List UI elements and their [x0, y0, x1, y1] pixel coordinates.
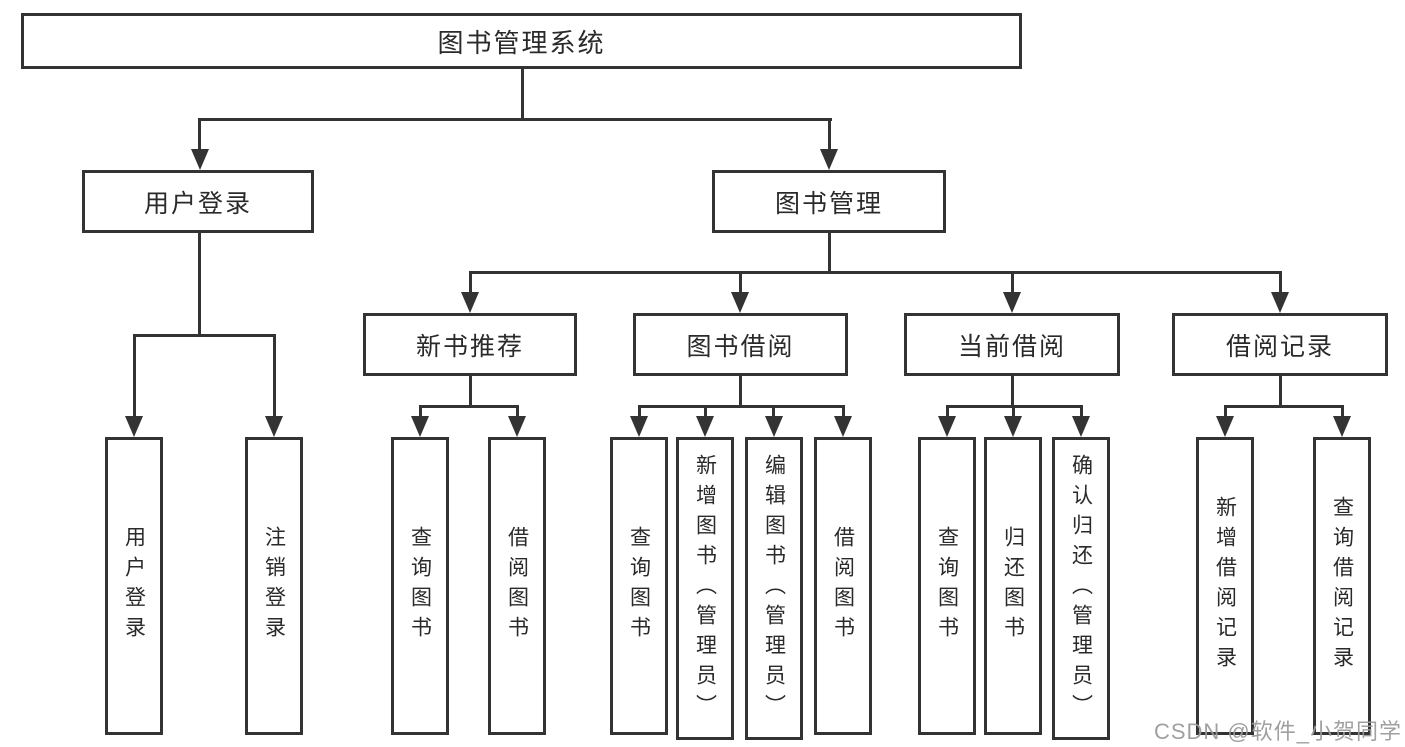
edge-stem	[1341, 405, 1344, 419]
node-label: 查询借阅记录	[1330, 496, 1354, 676]
node-borrow-books: 借阅图书	[488, 437, 546, 735]
node-logout: 注销登录	[245, 437, 303, 735]
edge-stem	[772, 405, 775, 419]
edge-stem-book-management	[828, 118, 831, 152]
edge-stem-user-login	[198, 118, 201, 152]
arrowhead	[411, 416, 429, 437]
edge-borrow-records-drop	[1279, 376, 1282, 407]
arrowhead	[938, 416, 956, 437]
edge-stem-logout	[273, 334, 276, 419]
node-label: 新增借阅记录	[1213, 496, 1237, 676]
node-edit-book-admin: 编辑图书（管理员）	[745, 437, 803, 740]
edge-stem	[419, 405, 422, 419]
node-book-borrowing: 图书借阅	[633, 313, 848, 376]
edge-stem	[638, 405, 641, 419]
arrowhead	[1216, 416, 1234, 437]
arrowhead-new-book	[461, 292, 479, 313]
node-query-borrow-record: 查询借阅记录	[1313, 437, 1371, 735]
node-label: 注销登录	[262, 526, 286, 646]
watermark: CSDN @软件_小贺同学	[1153, 719, 1402, 744]
edge-stem-book-borrow	[739, 271, 742, 295]
edge-stem	[1224, 405, 1227, 419]
edge-book-management-drop	[828, 233, 831, 274]
node-label: 借阅记录	[1225, 332, 1334, 361]
arrowhead	[630, 416, 648, 437]
edge-stem	[946, 405, 949, 419]
arrowhead-login	[125, 416, 143, 437]
node-borrow-books: 借阅图书	[814, 437, 872, 735]
node-label: 借阅图书	[831, 526, 855, 646]
node-add-book-admin: 新增图书（管理员）	[676, 437, 734, 740]
node-label: 查询图书	[627, 526, 651, 646]
edge-stem-borrow-records	[1279, 271, 1282, 295]
node-label: 借阅图书	[505, 526, 529, 646]
edge-root-branch	[198, 118, 832, 121]
arrowhead	[1072, 416, 1090, 437]
arrowhead	[696, 416, 714, 437]
node-confirm-return-admin: 确认归还（管理员）	[1052, 437, 1110, 740]
node-library-management-system: 图书管理系统	[21, 13, 1022, 69]
edge-stem-current-borrow	[1011, 271, 1014, 295]
node-label: 确认归还（管理员）	[1069, 453, 1093, 724]
edge-stem	[842, 405, 845, 419]
edge-new-book-drop	[469, 376, 472, 407]
edge-book-borrow-branch	[638, 405, 845, 408]
edge-stem-login	[133, 334, 136, 419]
edge-user-login-drop	[198, 233, 201, 336]
edge-current-borrow-drop	[1011, 376, 1014, 407]
node-label: 编辑图书（管理员）	[762, 453, 786, 724]
node-user-login-leaf: 用户登录	[105, 437, 163, 735]
node-query-books: 查询图书	[391, 437, 449, 735]
arrowhead-logout	[265, 416, 283, 437]
node-label: 查询图书	[935, 526, 959, 646]
arrowhead-book-management	[820, 149, 838, 170]
edge-book-borrow-drop	[739, 376, 742, 407]
arrowhead	[508, 416, 526, 437]
node-label: 图书管理	[774, 189, 883, 218]
node-new-book-recommend: 新书推荐	[363, 313, 577, 376]
node-label: 查询图书	[408, 526, 432, 646]
edge-stem	[704, 405, 707, 419]
node-label: 图书管理系统	[437, 27, 606, 58]
edge-borrow-records-branch	[1224, 405, 1344, 408]
edge-stem	[1012, 405, 1015, 419]
arrowhead	[1004, 416, 1022, 437]
arrowhead-borrow-records	[1271, 292, 1289, 313]
node-label: 归还图书	[1001, 526, 1025, 646]
edge-stem	[516, 405, 519, 419]
arrowhead	[765, 416, 783, 437]
node-label: 新书推荐	[415, 332, 524, 361]
node-add-borrow-record: 新增借阅记录	[1196, 437, 1254, 735]
edge-root-drop	[521, 69, 524, 119]
node-book-management: 图书管理	[712, 170, 946, 233]
node-current-borrowing: 当前借阅	[904, 313, 1120, 376]
edge-new-book-branch	[419, 405, 519, 408]
arrowhead-user-login	[191, 149, 209, 170]
node-query-books: 查询图书	[610, 437, 668, 735]
node-query-books: 查询图书	[918, 437, 976, 735]
arrowhead-current-borrow	[1003, 292, 1021, 313]
node-label: 用户登录	[143, 189, 252, 218]
node-user-login: 用户登录	[82, 170, 314, 233]
arrowhead	[834, 416, 852, 437]
node-label: 当前借阅	[957, 332, 1066, 361]
edge-book-management-branch	[469, 271, 1282, 274]
edge-stem	[1080, 405, 1083, 419]
node-label: 新增图书（管理员）	[693, 453, 717, 724]
node-return-books: 归还图书	[984, 437, 1042, 735]
node-label: 图书借阅	[686, 332, 795, 361]
node-label: 用户登录	[122, 526, 146, 646]
arrowhead	[1333, 416, 1351, 437]
edge-stem-new-book	[469, 271, 472, 295]
edge-user-login-branch	[133, 334, 276, 337]
arrowhead-book-borrow	[731, 292, 749, 313]
node-borrowing-records: 借阅记录	[1172, 313, 1388, 376]
